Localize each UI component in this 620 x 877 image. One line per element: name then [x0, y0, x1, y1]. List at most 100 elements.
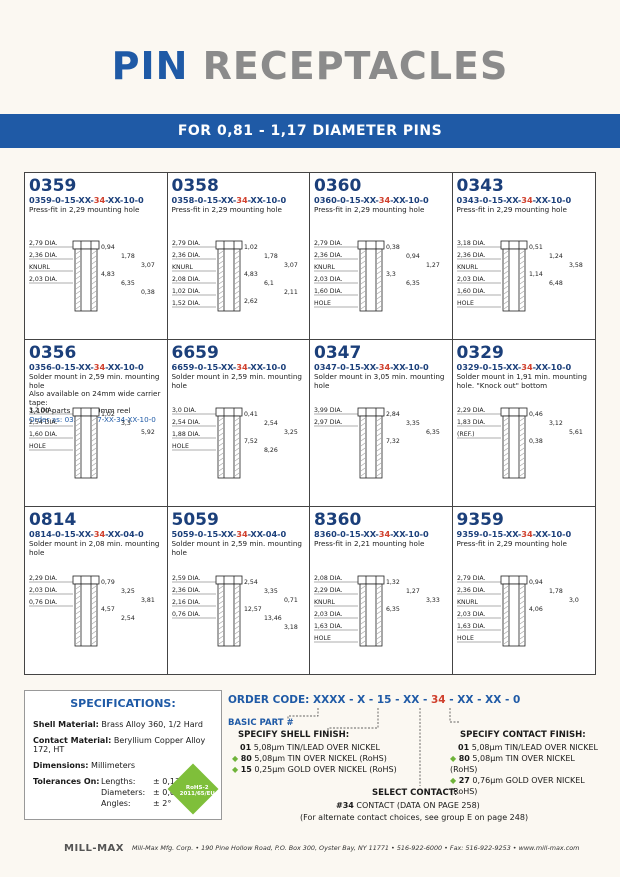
- dimension-label: 3,18 DIA.: [457, 240, 485, 247]
- part-description: Solder mount in 2,59 min. mounting hole: [171, 539, 302, 557]
- dimension-label: 2,54 DIA.: [29, 419, 57, 426]
- contact-finish-option-80: ◆ 80 5,08µm TIN OVER NICKEL (RoHS): [450, 754, 575, 774]
- part-drawing: 2,59 DIA.2,36 DIA.2,16 DIA.0,76 DIA.2,54…: [171, 575, 298, 647]
- dimension-label: KNURL: [457, 264, 479, 271]
- contact-finish-option-27: ◆ 27 0,76µm GOLD OVER NICKEL (RoHS): [450, 776, 585, 796]
- dimension-label: HOLE: [457, 635, 474, 642]
- part-description-2: hole. "Knock out" bottom: [456, 380, 548, 390]
- dimension-label: 2,03 DIA.: [29, 276, 57, 283]
- dimension-label: 1,83 DIA.: [457, 419, 485, 426]
- dimension-label: (REF.): [457, 431, 475, 438]
- dimension-label: 6,35: [426, 429, 440, 436]
- dimension-label: 2,03 DIA.: [29, 587, 57, 594]
- dimension-label: 3,18: [284, 624, 298, 631]
- dimension-label: KNURL: [457, 599, 479, 606]
- dimension-label: 1,52 DIA.: [172, 300, 200, 307]
- part-drawing: 3,99 DIA.2,97 DIA.2,843,356,357,32: [314, 407, 440, 479]
- part-description: Solder mount in 2,59 min. mounting hole: [29, 372, 160, 390]
- part-description: Press-fit in 2,29 mounting hole: [456, 539, 567, 548]
- dimension-label: 6,35: [386, 606, 400, 613]
- dimension-label: 2,36 DIA.: [172, 252, 200, 259]
- dimension-label: 1,60 DIA.: [314, 288, 342, 295]
- dimension-label: 0,46: [529, 411, 543, 418]
- dimension-label: HOLE: [29, 443, 46, 450]
- dimension-label: 7,52: [244, 438, 258, 445]
- dimension-label: 1,78: [264, 253, 278, 260]
- part-number: 0343: [456, 176, 504, 196]
- dimension-label: 4,83: [101, 271, 115, 278]
- part-drawing: 2,29 DIA.2,03 DIA.0,76 DIA.0,793,253,814…: [29, 575, 155, 647]
- part-code: 5059-0-15-XX-34-XX-04-0: [171, 529, 287, 539]
- dimension-label: 3,35: [406, 420, 420, 427]
- part-number: 6659: [171, 343, 219, 363]
- part-drawing: 3,0 DIA.2,54 DIA.1,88 DIA.HOLE0,412,543,…: [171, 407, 297, 479]
- dimension-label: 0,79: [101, 579, 115, 586]
- order-code-leader-lines: [287, 708, 460, 786]
- part-code: 0360-0-15-XX-34-XX-10-0: [314, 195, 429, 205]
- dimension-label: 0,76 DIA.: [29, 599, 57, 606]
- part-description: Press-fit in 2,29 mounting hole: [171, 205, 282, 214]
- dimension-label: 1,63 DIA.: [314, 623, 342, 630]
- dimension-label: 3,35: [264, 588, 278, 595]
- spec-dimensions: Dimensions: Millimeters: [33, 761, 136, 770]
- dimension-label: 2,84: [386, 411, 400, 418]
- dimension-label: 3,0 DIA.: [172, 407, 197, 414]
- dimension-label: 2,29 DIA.: [29, 575, 57, 582]
- dimension-label: 1,60 DIA.: [457, 288, 485, 295]
- dimension-label: HOLE: [314, 635, 331, 642]
- part-description-2: Also available on 24mm wide carrier tape…: [29, 389, 161, 407]
- part-code: 0358-0-15-XX-34-XX-10-0: [171, 195, 287, 205]
- dimension-label: 1,14: [529, 271, 543, 278]
- dimension-label: 3,25: [121, 588, 135, 595]
- part-description: Solder mount in 2,08 min. mounting hole: [29, 539, 160, 557]
- dimension-label: 1,02: [101, 411, 115, 418]
- footer-address: Mill-Max Mfg. Corp. • 190 Pine Hollow Ro…: [131, 844, 580, 852]
- part-code: 0329-0-15-XX-34-XX-10-0: [456, 362, 572, 372]
- dimension-label: 3,3: [121, 420, 131, 427]
- dimension-label: HOLE: [172, 443, 189, 450]
- part-description: Solder mount in 1,91 min. mounting: [456, 372, 587, 381]
- part-description: Press-fit in 2,29 mounting hole: [314, 205, 425, 214]
- dimension-label: 1,32: [386, 579, 400, 586]
- dimension-label: 6,48: [549, 280, 563, 287]
- dimension-label: 1,02: [244, 244, 258, 251]
- select-contact-note: (For alternate contact choices, see grou…: [300, 813, 529, 822]
- part-number: 0356: [29, 343, 77, 363]
- part-code: 9359-0-15-XX-34-XX-10-0: [456, 529, 572, 539]
- dimension-label: 2,36 DIA.: [457, 252, 485, 259]
- dimension-label: 1,27: [406, 588, 420, 595]
- dimension-label: 6,35: [121, 280, 135, 287]
- footer: MILL-MAX Mill-Max Mfg. Corp. • 190 Pine …: [64, 838, 594, 858]
- dimension-label: 2,16 DIA.: [172, 599, 200, 606]
- dimension-label: 3,2 DIA.: [29, 407, 54, 414]
- dimension-label: KNURL: [314, 599, 336, 606]
- shell-finish-option-01: 01 5,08µm TIN/LEAD OVER NICKEL: [240, 743, 381, 752]
- dimension-label: 0,38: [529, 438, 543, 445]
- shell-finish-option-15: ◆ 15 0,25µm GOLD OVER NICKEL (RoHS): [232, 765, 397, 774]
- dimension-label: 4,83: [244, 271, 258, 278]
- dimension-label: 2,36 DIA.: [172, 587, 200, 594]
- dimension-label: 0,41: [244, 411, 258, 418]
- dimension-label: 2,03 DIA.: [457, 611, 485, 618]
- part-number: 0359: [29, 176, 77, 196]
- dimension-label: 8,26: [264, 447, 278, 454]
- part-description: Solder mount in 3,05 min. mounting hole: [314, 372, 445, 390]
- specifications-box: SPECIFICATIONS: Shell Material: Brass Al…: [24, 690, 222, 820]
- dimension-label: 2,03 DIA.: [314, 611, 342, 618]
- dimension-label: 0,38: [141, 289, 155, 296]
- dimension-label: 12,57: [244, 606, 262, 613]
- dimension-label: 2,79 DIA.: [29, 240, 57, 247]
- part-code: 0356-0-15-XX-34-XX-10-0: [29, 362, 144, 372]
